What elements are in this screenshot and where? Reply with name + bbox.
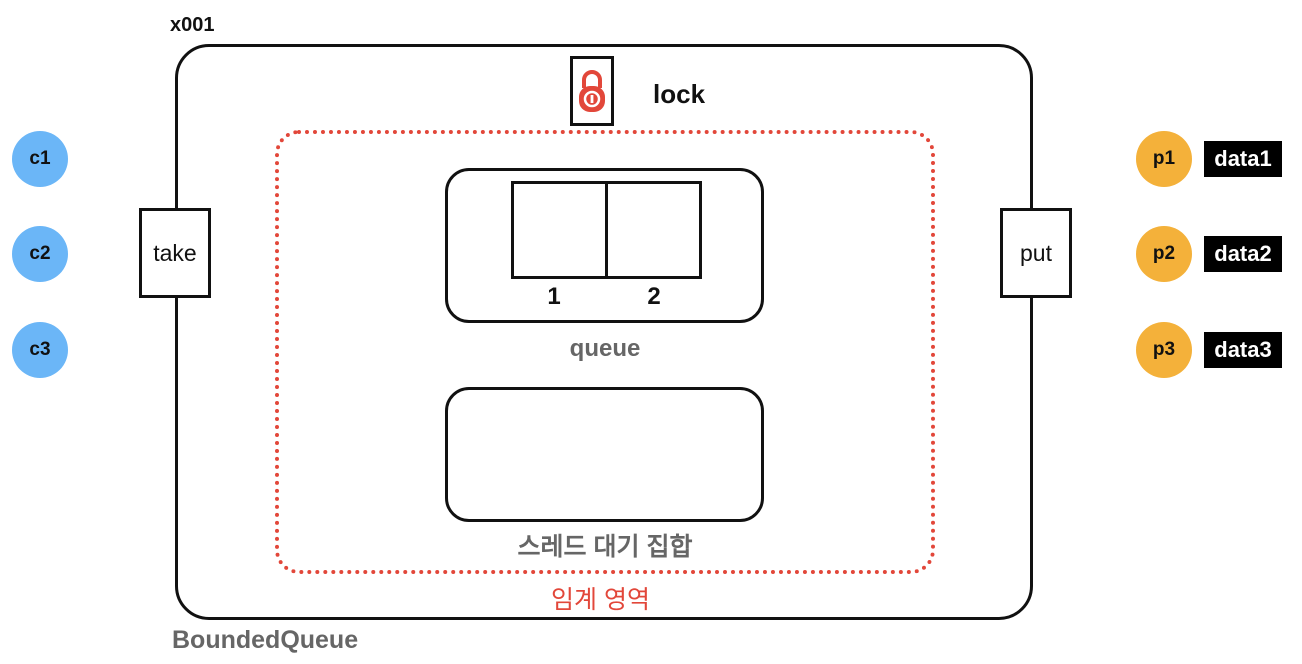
- class-name: BoundedQueue: [172, 626, 359, 654]
- critical-section-label: 임계 영역: [551, 586, 650, 614]
- queue-slot-2: [605, 181, 702, 279]
- consumer-thread-c3: c3: [12, 322, 68, 378]
- wait-set-label: 스레드 대기 집합: [517, 533, 693, 561]
- consumer-thread-c2: c2: [12, 226, 68, 282]
- producer-thread-p1: p1: [1136, 131, 1192, 187]
- queue-container: [445, 168, 764, 323]
- producer-data-tag: data3: [1204, 332, 1282, 368]
- queue-slot-number: 2: [647, 283, 661, 310]
- critical-section: [275, 130, 935, 574]
- queue-label: queue: [569, 335, 641, 362]
- queue-slot-number: 1: [547, 283, 561, 310]
- take-method-box: take: [139, 208, 211, 298]
- producer-data-tag: data2: [1204, 236, 1282, 272]
- queue-slot-1: [511, 181, 608, 279]
- producer-data-tag: data1: [1204, 141, 1282, 177]
- bounded-queue-object: [175, 44, 1033, 620]
- producer-thread-p2: p2: [1136, 226, 1192, 282]
- thread-wait-set: [445, 387, 764, 522]
- padlock-icon: [579, 70, 605, 112]
- lock-label: lock: [653, 79, 706, 109]
- lock-box: [570, 56, 614, 126]
- producer-thread-p3: p3: [1136, 322, 1192, 378]
- consumer-thread-c1: c1: [12, 131, 68, 187]
- instance-id: x001: [170, 14, 215, 36]
- put-method-box: put: [1000, 208, 1072, 298]
